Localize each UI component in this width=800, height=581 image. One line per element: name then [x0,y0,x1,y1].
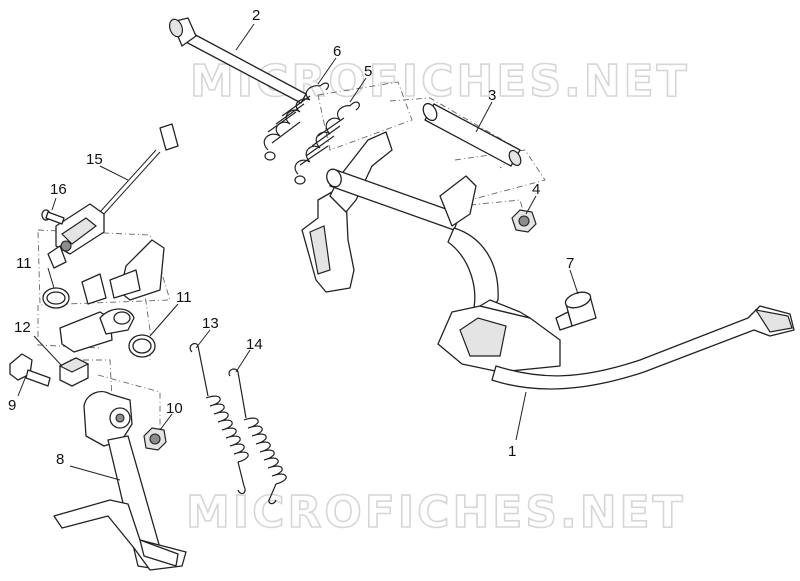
leader-lines [17,23,579,481]
part-6-spring [263,82,330,161]
callout-13: 13 [202,315,219,332]
part-1-centre-stand [301,131,795,390]
callout-numbers: 2 6 5 3 4 7 1 8 9 10 11 11 12 13 14 15 1… [8,7,574,468]
part-9-bolt [9,353,51,387]
callout-12: 12 [14,319,31,336]
callout-5: 5 [364,63,372,80]
bracket-assembly [59,239,165,353]
callout-7: 7 [566,255,574,272]
part-5-spring [294,101,360,185]
callout-15: 15 [86,151,103,168]
part-3-tube [422,102,522,167]
part-8-side-stand [53,391,187,571]
callout-8: 8 [56,451,64,468]
callout-1: 1 [508,443,516,460]
part-15-sensor [47,123,179,269]
part-14-spring [228,368,287,505]
callout-14: 14 [246,336,263,353]
part-10-nut [143,427,167,451]
callout-10: 10 [166,400,183,417]
callout-3: 3 [488,87,496,104]
callout-16: 16 [50,181,67,198]
part-7-bushing [555,291,597,331]
callout-11-right: 11 [176,289,192,306]
part-16-screw [41,209,65,225]
watermark-bottom: MICROFICHES.NET [186,487,686,538]
callout-9: 9 [8,397,16,414]
part-12-block [58,357,90,387]
callout-2: 2 [252,7,260,24]
part-4-nut [511,209,537,233]
callout-6: 6 [333,43,341,60]
callout-4: 4 [532,181,540,198]
part-11-o-rings [42,287,156,358]
part-2-axle [168,17,307,104]
callout-11-left: 11 [16,255,32,272]
